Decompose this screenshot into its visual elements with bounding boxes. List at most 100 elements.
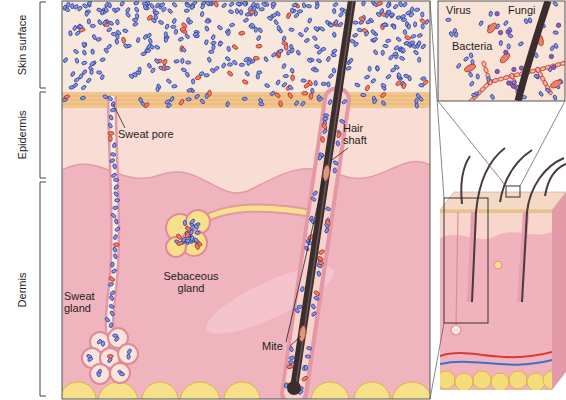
bacterium <box>166 78 172 84</box>
fat-cell <box>98 382 138 399</box>
bacterium <box>350 39 356 44</box>
bacterium <box>185 72 190 78</box>
bacterium <box>112 247 117 253</box>
virus <box>504 50 508 54</box>
bacterium <box>110 262 114 268</box>
bacterium <box>463 56 469 62</box>
block-side <box>552 192 566 390</box>
bacterium <box>518 41 524 46</box>
bacterium-rod <box>380 92 387 99</box>
bacterium <box>333 160 339 165</box>
bacterium <box>181 58 185 63</box>
bacterium <box>228 9 234 14</box>
bacterium <box>271 2 276 5</box>
stratum-texture <box>62 96 430 104</box>
bacterium <box>313 69 318 72</box>
bacterium <box>225 56 231 61</box>
bacterium <box>334 19 339 25</box>
virus <box>549 54 553 58</box>
bacterium <box>167 8 173 14</box>
bacterium <box>383 22 389 27</box>
bacterium <box>154 45 160 50</box>
bacterium <box>286 49 291 55</box>
bacterium-rod <box>286 12 291 19</box>
bacterium <box>352 33 358 38</box>
bacterium <box>111 268 117 273</box>
bacterium <box>317 271 321 277</box>
part-label: Sebaceous gland <box>160 270 222 294</box>
fat-cell <box>509 371 527 389</box>
bacterium <box>91 49 95 55</box>
bacterium <box>143 4 148 10</box>
bacterium <box>290 8 293 13</box>
bacterium <box>172 2 178 8</box>
bacterium <box>553 31 559 35</box>
block-sebaceous <box>494 261 502 269</box>
bacterium <box>143 34 148 40</box>
bacterium-rod <box>256 44 262 48</box>
bacterium <box>102 94 108 99</box>
fat-cell <box>543 371 552 389</box>
bacterium <box>174 59 180 63</box>
bacterium <box>166 103 172 109</box>
mite <box>322 165 331 182</box>
bacterium <box>289 346 294 352</box>
bacterium-rod <box>143 102 150 109</box>
bacterium <box>154 58 160 64</box>
bacterium <box>114 198 119 202</box>
bacterium <box>380 83 386 88</box>
bacterium <box>281 82 287 88</box>
bacterium-rod <box>278 100 282 106</box>
bacterium <box>318 155 323 161</box>
bacterium <box>108 3 112 9</box>
bacterium <box>186 17 190 23</box>
leader-line <box>286 178 324 342</box>
bacterium <box>190 235 194 241</box>
bacterium <box>361 1 365 6</box>
zoom-lines <box>430 1 565 399</box>
bacterium <box>326 56 331 62</box>
bacterium <box>417 33 423 38</box>
bacterium <box>109 322 114 328</box>
bacterium <box>154 11 159 14</box>
bacterium <box>410 34 416 39</box>
bacterium <box>414 8 420 12</box>
bacterium <box>305 355 311 359</box>
bacterium <box>190 219 196 225</box>
bacterium <box>534 74 540 80</box>
bacterium <box>376 66 380 71</box>
bacterium <box>276 79 281 85</box>
zoom-line <box>520 101 565 186</box>
zoom-line <box>438 101 506 186</box>
bacterium <box>283 74 288 78</box>
fat-cell <box>473 371 491 389</box>
bacterium <box>80 96 86 101</box>
bacterium <box>273 19 278 25</box>
bacterium <box>263 56 268 62</box>
bacterium <box>217 25 223 31</box>
bacterium <box>307 58 313 64</box>
bacterium-rod <box>320 136 325 143</box>
bacterium <box>164 32 167 37</box>
bacterium <box>101 341 104 346</box>
virus <box>511 84 515 88</box>
bacterium <box>108 282 114 287</box>
fungal-hypha <box>483 67 488 74</box>
bacterium <box>552 1 558 7</box>
bacterium-rod <box>121 37 126 44</box>
bacterium <box>354 83 360 88</box>
bacterium <box>78 25 84 29</box>
bacterium <box>251 2 256 8</box>
layer-label: Dermis <box>16 250 28 330</box>
bacterium <box>553 95 558 101</box>
bacterium <box>127 348 132 354</box>
coil-loop <box>90 364 110 384</box>
bacterium <box>331 49 337 54</box>
bacterium <box>87 1 93 6</box>
microbe-label: Fungi <box>508 4 548 16</box>
bacterium <box>327 99 332 105</box>
bacterium <box>271 13 277 18</box>
bacterium <box>135 71 141 75</box>
bacterium <box>113 184 119 190</box>
bacterium <box>372 98 378 104</box>
